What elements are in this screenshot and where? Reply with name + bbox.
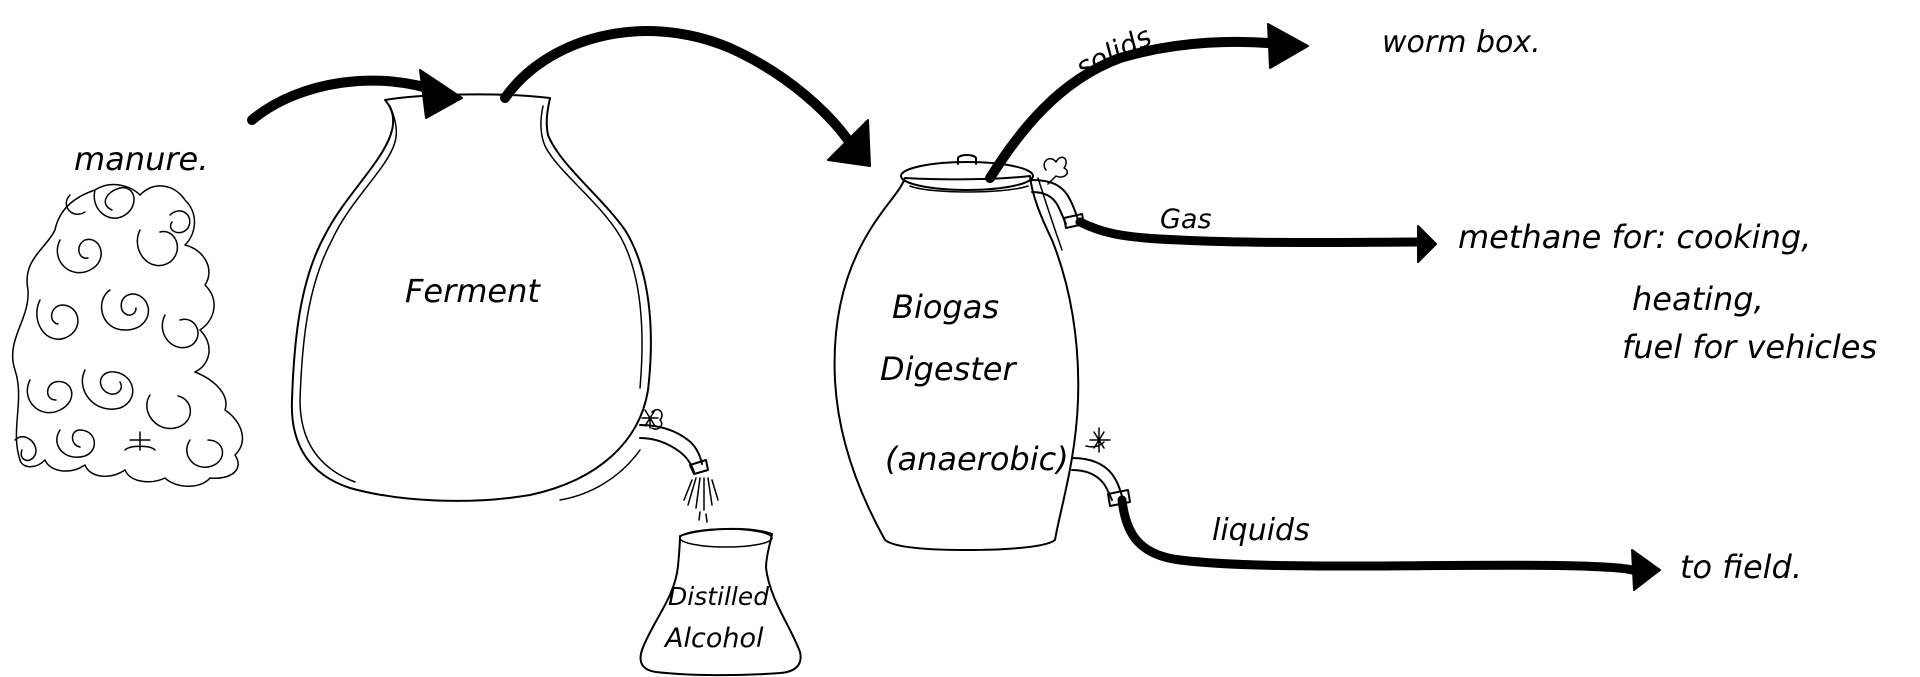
digester-liquids-tap [1071, 427, 1131, 507]
distilled-alcohol-label-line2: Alcohol [663, 623, 764, 654]
biogas-label-line2: Digester [880, 350, 1017, 388]
arrow-gas-to-methane [1075, 217, 1437, 263]
distilled-alcohol-label-line1: Distilled [668, 582, 769, 611]
manure-label: manure. [74, 140, 208, 178]
distilled-alcohol-flask [639, 527, 802, 677]
digester-gas-tap [1031, 156, 1085, 229]
arrow-solids-to-worm-box [985, 23, 1309, 183]
ferment-label: Ferment [405, 272, 541, 310]
biogas-label-line3: (anaerobic) [885, 440, 1069, 478]
arrow-manure-to-ferment [247, 69, 463, 125]
methane-label-line3: fuel for vehicles [1622, 328, 1877, 366]
ferment-jar [290, 93, 652, 502]
alcohol-drip [683, 477, 719, 523]
biogas-label-line1: Biogas [892, 288, 999, 326]
gas-label: Gas [1160, 204, 1212, 235]
solids-label: solids [1071, 20, 1157, 85]
ferment-tap [639, 408, 709, 475]
arrow-ferment-to-digester [500, 26, 871, 167]
arrow-liquids-to-field [1117, 495, 1661, 591]
biogas-digester [833, 154, 1080, 551]
to-field-label: to field. [1680, 548, 1802, 586]
methane-label-line2: heating, [1632, 280, 1764, 318]
liquids-label: liquids [1212, 513, 1310, 548]
manure-pile [11, 183, 244, 487]
worm-box-label: worm box. [1382, 25, 1541, 60]
methane-label-line1: methane for: cooking, [1458, 218, 1811, 256]
